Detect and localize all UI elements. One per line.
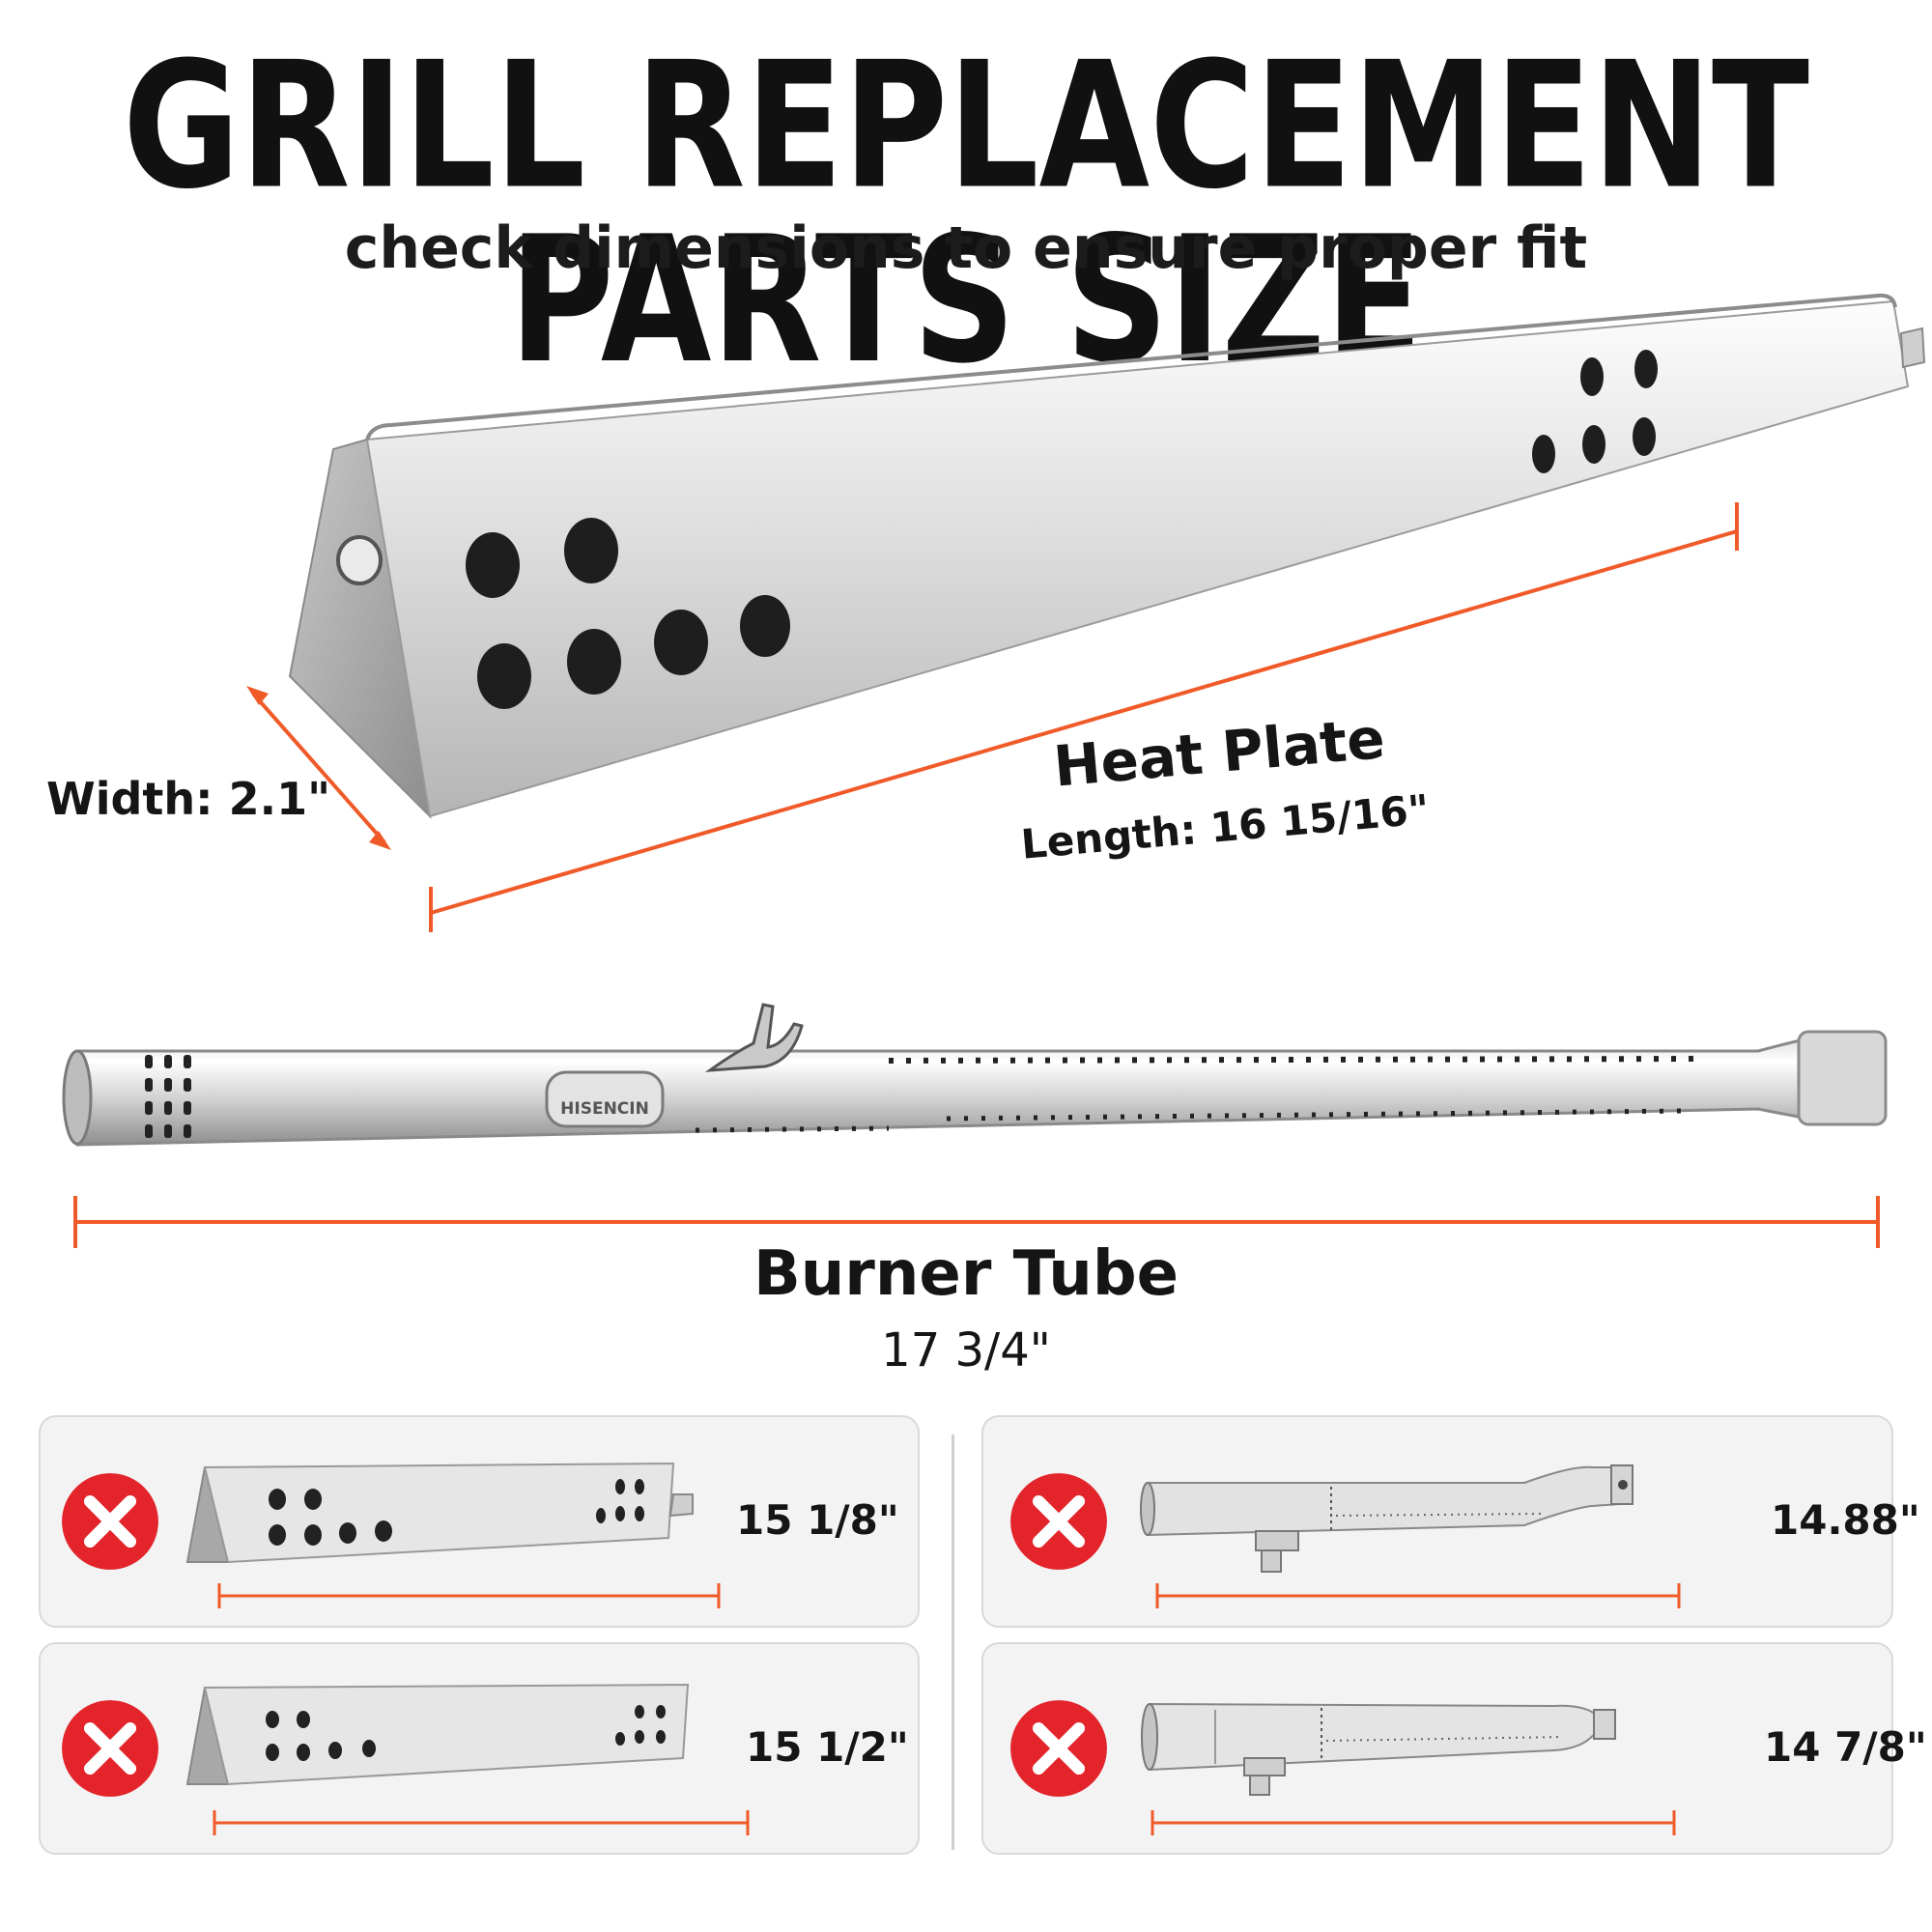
burner-tube-dimension-line — [73, 1196, 1880, 1248]
incompatible-burner-tube-card-1: 14.88" — [981, 1415, 1920, 1628]
burner-tube-brand-tag: HISENCIN — [560, 1099, 649, 1119]
heat-plate-width-label: Width: 2.1" — [46, 773, 331, 825]
length-dimension-line — [429, 502, 1739, 932]
x-circle-icon — [1010, 1473, 1107, 1570]
mini-heat-plate-image — [185, 1462, 721, 1608]
size-label: 14 7/8" — [1764, 1723, 1927, 1771]
incompatible-heat-plate-card-1: 15 1/8" — [39, 1415, 920, 1628]
page-title: GRILL REPLACEMENT PARTS SIZE — [123, 24, 1809, 402]
size-label: 14.88" — [1771, 1496, 1920, 1544]
heat-plate-holes — [466, 350, 1658, 709]
burner-tube-ports-bottom — [946, 1108, 1682, 1122]
burner-tube-image — [62, 1003, 1888, 1248]
incompatible-heat-plate-card-2: 15 1/2" — [39, 1642, 920, 1855]
mini-heat-plate-image — [185, 1683, 750, 1835]
page-subtitle: check dimensions to ensure proper fit — [344, 214, 1588, 282]
size-label: 15 1/2" — [746, 1723, 909, 1771]
incompatible-burner-tube-card-2: 14 7/8" — [981, 1642, 1927, 1855]
burner-tube-bracket — [704, 1003, 804, 1072]
heat-plate-image — [246, 293, 1926, 932]
mini-burner-tube-image — [1140, 1464, 1681, 1608]
size-label: 15 1/8" — [736, 1496, 899, 1544]
burner-tube-body — [67, 1032, 1866, 1147]
width-dimension-arrow — [246, 686, 391, 850]
mini-burner-tube-image — [1141, 1702, 1676, 1835]
heat-plate-face — [365, 299, 1910, 818]
burner-tube-length-label: 17 3/4" — [881, 1323, 1051, 1378]
cards-divider — [952, 1435, 954, 1850]
heat-plate-length-label: Length: 16 15/16" — [1019, 785, 1432, 868]
x-circle-icon — [1010, 1700, 1107, 1797]
burner-tube-name: Burner Tube — [753, 1238, 1179, 1310]
burner-tube-venturi-holes — [145, 1055, 191, 1138]
x-circle-icon — [62, 1473, 158, 1570]
x-circle-icon — [62, 1700, 158, 1797]
